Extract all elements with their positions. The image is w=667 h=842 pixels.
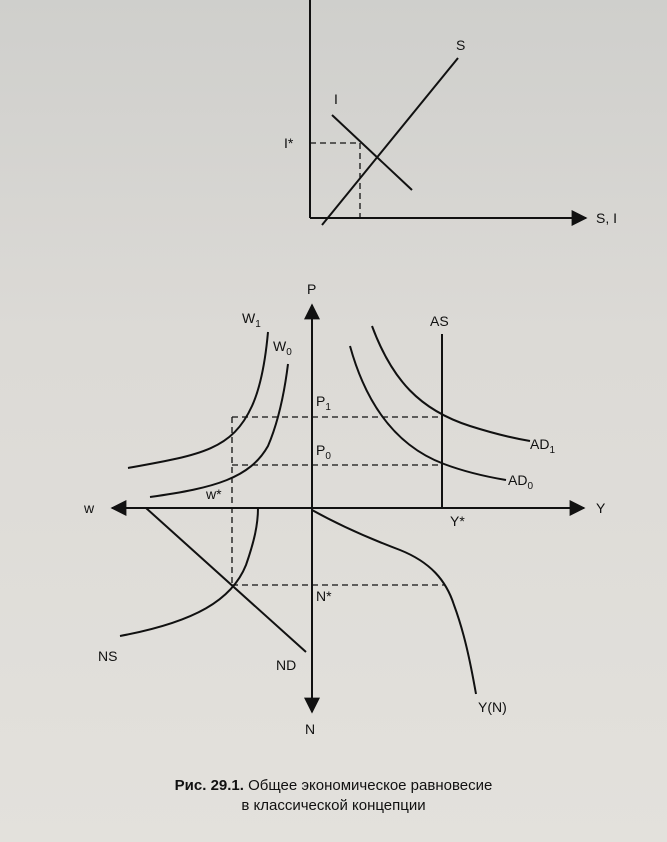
- caption-title-part-1: Общее экономическое равновесие: [243, 777, 493, 794]
- investment-curve: [331, 114, 413, 191]
- w0-curve: [149, 363, 289, 498]
- figure-number: Рис. 29.1.: [174, 777, 244, 794]
- figure-caption: Рис. 29.1. Общее экономическое равновеси…: [0, 776, 667, 816]
- savings-investment-panel: S I I* S, I: [284, 0, 617, 226]
- ad1-label: AD1: [530, 436, 555, 456]
- savings-label: S: [456, 37, 465, 53]
- y-star-label: Y*: [450, 513, 465, 529]
- yn-label: Y(N): [478, 699, 507, 715]
- ns-label: NS: [98, 648, 117, 664]
- caption-title-part-2: в классической концепции: [241, 797, 426, 814]
- four-quadrant-panel: P N w Y W1 W0 AS AD1 AD0 P1 P0 w* Y* N* …: [83, 281, 606, 737]
- y-axis-label: Y: [596, 500, 606, 516]
- w0-label: W0: [273, 338, 292, 358]
- nd-curve: [145, 507, 307, 653]
- w1-label: W1: [242, 310, 261, 330]
- p0-label: P0: [316, 442, 331, 462]
- p1-label: P1: [316, 393, 331, 413]
- w1-curve: [127, 331, 269, 469]
- caption-line-1: Рис. 29.1. Общее экономическое равновеси…: [0, 776, 667, 796]
- ad1-curve: [371, 325, 531, 442]
- as-label: AS: [430, 313, 449, 329]
- nd-label: ND: [276, 657, 296, 673]
- i-star-label: I*: [284, 135, 294, 151]
- investment-label: I: [334, 91, 338, 107]
- n-axis-label: N: [305, 721, 315, 737]
- n-star-label: N*: [316, 588, 332, 604]
- w-axis-label: w: [83, 500, 95, 516]
- ad0-label: AD0: [508, 472, 533, 492]
- p-axis-label: P: [307, 281, 316, 297]
- economic-equilibrium-diagram: S I I* S, I: [83, 0, 617, 737]
- savings-curve: [321, 57, 459, 226]
- ad0-curve: [349, 345, 507, 481]
- top-x-axis-label: S, I: [596, 210, 617, 226]
- production-function-curve: [311, 509, 477, 695]
- w-star-label: w*: [205, 486, 222, 502]
- ns-curve: [119, 507, 259, 637]
